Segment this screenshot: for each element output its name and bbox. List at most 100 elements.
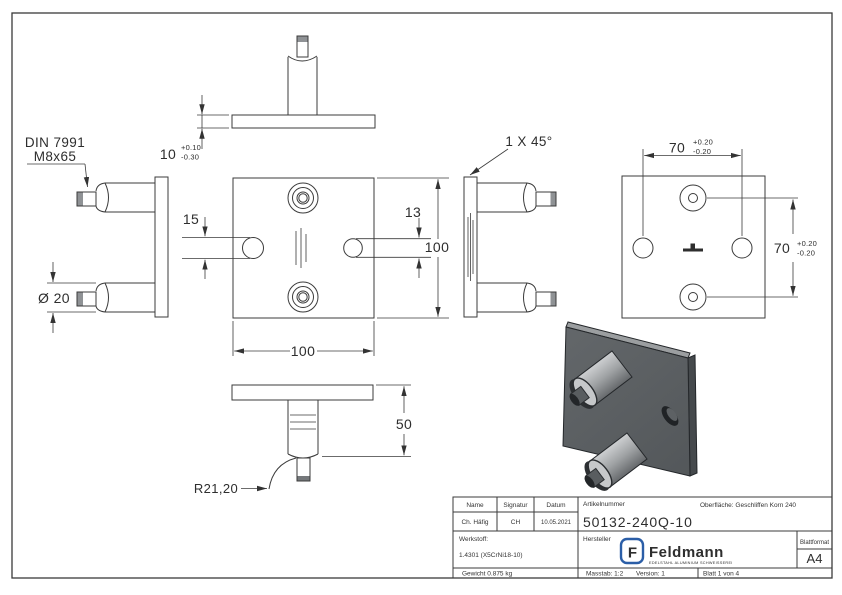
blattformat-label: Blattformat bbox=[800, 540, 829, 546]
back-view: 70 +0.20 -0.20 70 +0.20 -0.20 bbox=[621, 138, 817, 319]
iso-right-hole-inner bbox=[666, 408, 678, 421]
dim-plate-height-value: 100 bbox=[425, 239, 450, 255]
datum-value: 10.05.2021 bbox=[541, 520, 572, 526]
title-block-border bbox=[452, 496, 833, 579]
pin-cap bbox=[297, 36, 308, 42]
title-block-gridlines bbox=[453, 497, 832, 578]
left-side-view: DIN 7991 M8x65 Ø 20 bbox=[25, 135, 169, 333]
dim-hole-left: 15 bbox=[182, 211, 250, 279]
dim-plate-width: 100 bbox=[232, 321, 375, 359]
bottom-pin-cap bbox=[77, 292, 83, 306]
bottom-pin-cap bbox=[550, 292, 556, 306]
plate-face bbox=[232, 177, 375, 319]
dim-thickness-tol-minus: -0.30 bbox=[181, 153, 199, 162]
bottom-stud-body bbox=[95, 282, 155, 313]
oberflaeche-text: Oberfläche: Geschliffen Korn 240 bbox=[700, 502, 796, 509]
chamfer-label: 1 X 45° bbox=[469, 134, 552, 176]
artikelnummer-label: Artikelnummer bbox=[583, 501, 626, 508]
dim-hole-spacing-horizontal: 70 +0.20 -0.20 bbox=[642, 138, 743, 236]
signatur-label: Signatur bbox=[503, 502, 528, 509]
dim-70v-tol-plus: +0.20 bbox=[797, 239, 817, 248]
pin-cap bbox=[297, 476, 310, 481]
version-text: Version: 1 bbox=[636, 571, 665, 578]
din-screw-label: DIN 7991 M8x65 bbox=[25, 135, 90, 188]
iso-top-stud bbox=[569, 350, 633, 409]
top-boss-circles bbox=[287, 182, 319, 214]
bottom-view: R21,20 50 bbox=[194, 384, 412, 496]
top-view: 10 +0.10 -0.30 bbox=[160, 35, 376, 162]
name-value: Ch. Häfig bbox=[461, 519, 488, 526]
dim-thickness-tol-plus: +0.10 bbox=[181, 143, 201, 152]
masstab-text: Masstab: 1:2 bbox=[586, 571, 624, 578]
right-hole bbox=[343, 238, 363, 258]
stud-saddle-curve bbox=[287, 55, 318, 62]
bottom-boss-circles bbox=[287, 281, 319, 313]
dim-70h-tol-plus: +0.20 bbox=[693, 138, 713, 147]
right-side-view: 1 X 45° bbox=[463, 134, 557, 318]
logo-initial: F bbox=[628, 545, 637, 562]
logo-box bbox=[619, 537, 645, 565]
top-stud-body bbox=[477, 182, 537, 213]
dim-70h-tol-minus: -0.20 bbox=[693, 147, 711, 156]
radius-label: R21,20 bbox=[194, 481, 267, 496]
isometric-view bbox=[562, 321, 698, 491]
plate-edge bbox=[231, 384, 374, 401]
name-label: Name bbox=[466, 502, 484, 509]
center-grind-marks bbox=[295, 228, 307, 268]
stud-pin bbox=[296, 457, 311, 482]
top-pin-cap bbox=[77, 192, 83, 206]
feldmann-logo: F Feldmann EDELSTAHL ALUMINIUM SCHWEISSE… bbox=[619, 537, 733, 565]
right-hole bbox=[731, 237, 753, 259]
plate-edge bbox=[154, 176, 169, 318]
gewicht-text: Gewicht 0.875 kg bbox=[462, 571, 513, 578]
thread-marks bbox=[290, 414, 316, 430]
top-boss-circles bbox=[679, 184, 707, 212]
signatur-value: CH bbox=[511, 519, 521, 526]
engraved-logo-mark bbox=[683, 243, 703, 252]
grind-marks bbox=[467, 213, 474, 281]
dim-hole-spacing-vertical: 70 +0.20 -0.20 bbox=[707, 197, 817, 298]
title-block: Name Signatur Datum Ch. Häfig CH 10.05.2… bbox=[452, 496, 833, 579]
dim-stud-diameter: Ø 20 bbox=[38, 262, 96, 333]
left-hole bbox=[632, 237, 654, 259]
dim-hole-right-value: 13 bbox=[405, 204, 421, 220]
stud-pin bbox=[296, 35, 309, 58]
dim-thickness: 10 +0.10 -0.30 bbox=[160, 95, 229, 162]
bottom-stud-body bbox=[477, 282, 537, 313]
top-pin-cap bbox=[550, 192, 556, 206]
front-view: 15 13 100 100 bbox=[182, 177, 450, 359]
blatt-text: Blatt 1 von 4 bbox=[703, 571, 740, 578]
din-label-line1: DIN 7991 bbox=[25, 135, 85, 150]
dim-diameter-value: Ø 20 bbox=[38, 290, 70, 306]
drawing-frame bbox=[11, 12, 833, 579]
dim-70v-tol-minus: -0.20 bbox=[797, 249, 815, 258]
artikelnummer-value: 50132-240Q-10 bbox=[583, 514, 693, 530]
datum-label: Datum bbox=[546, 502, 565, 509]
dim-hole-right: 13 bbox=[356, 204, 431, 278]
dim-stud-length-value: 50 bbox=[396, 416, 412, 432]
brand-tagline: EDELSTAHL ALUMINIUM SCHWEISSEREI bbox=[649, 561, 733, 565]
dim-plate-height: 100 bbox=[377, 177, 450, 319]
stud-sides bbox=[287, 57, 318, 115]
saddle-radius-arc bbox=[268, 457, 297, 490]
werkstoff-value: 1.4301 (X5CrNi18-10) bbox=[459, 552, 523, 559]
dim-plate-width-value: 100 bbox=[291, 343, 316, 359]
din-label-line2: M8x65 bbox=[34, 149, 77, 164]
werkstoff-label: Werkstoff: bbox=[459, 536, 488, 543]
top-stud-body bbox=[95, 182, 155, 213]
left-hole bbox=[242, 237, 264, 259]
blattformat-value: A4 bbox=[807, 551, 823, 566]
iso-bottom-stud bbox=[584, 432, 648, 491]
dim-70h-value: 70 bbox=[669, 140, 685, 156]
plate-edge bbox=[231, 114, 376, 129]
dim-70v-value: 70 bbox=[774, 240, 790, 256]
dim-thickness-value: 10 bbox=[160, 146, 176, 162]
dim-hole-left-value: 15 bbox=[183, 211, 199, 227]
brand-name: Feldmann bbox=[649, 544, 724, 561]
dim-stud-length: 50 bbox=[322, 384, 412, 457]
bottom-boss-circles bbox=[679, 283, 707, 311]
hersteller-label: Hersteller bbox=[583, 536, 612, 543]
chamfer-text: 1 X 45° bbox=[505, 134, 552, 149]
